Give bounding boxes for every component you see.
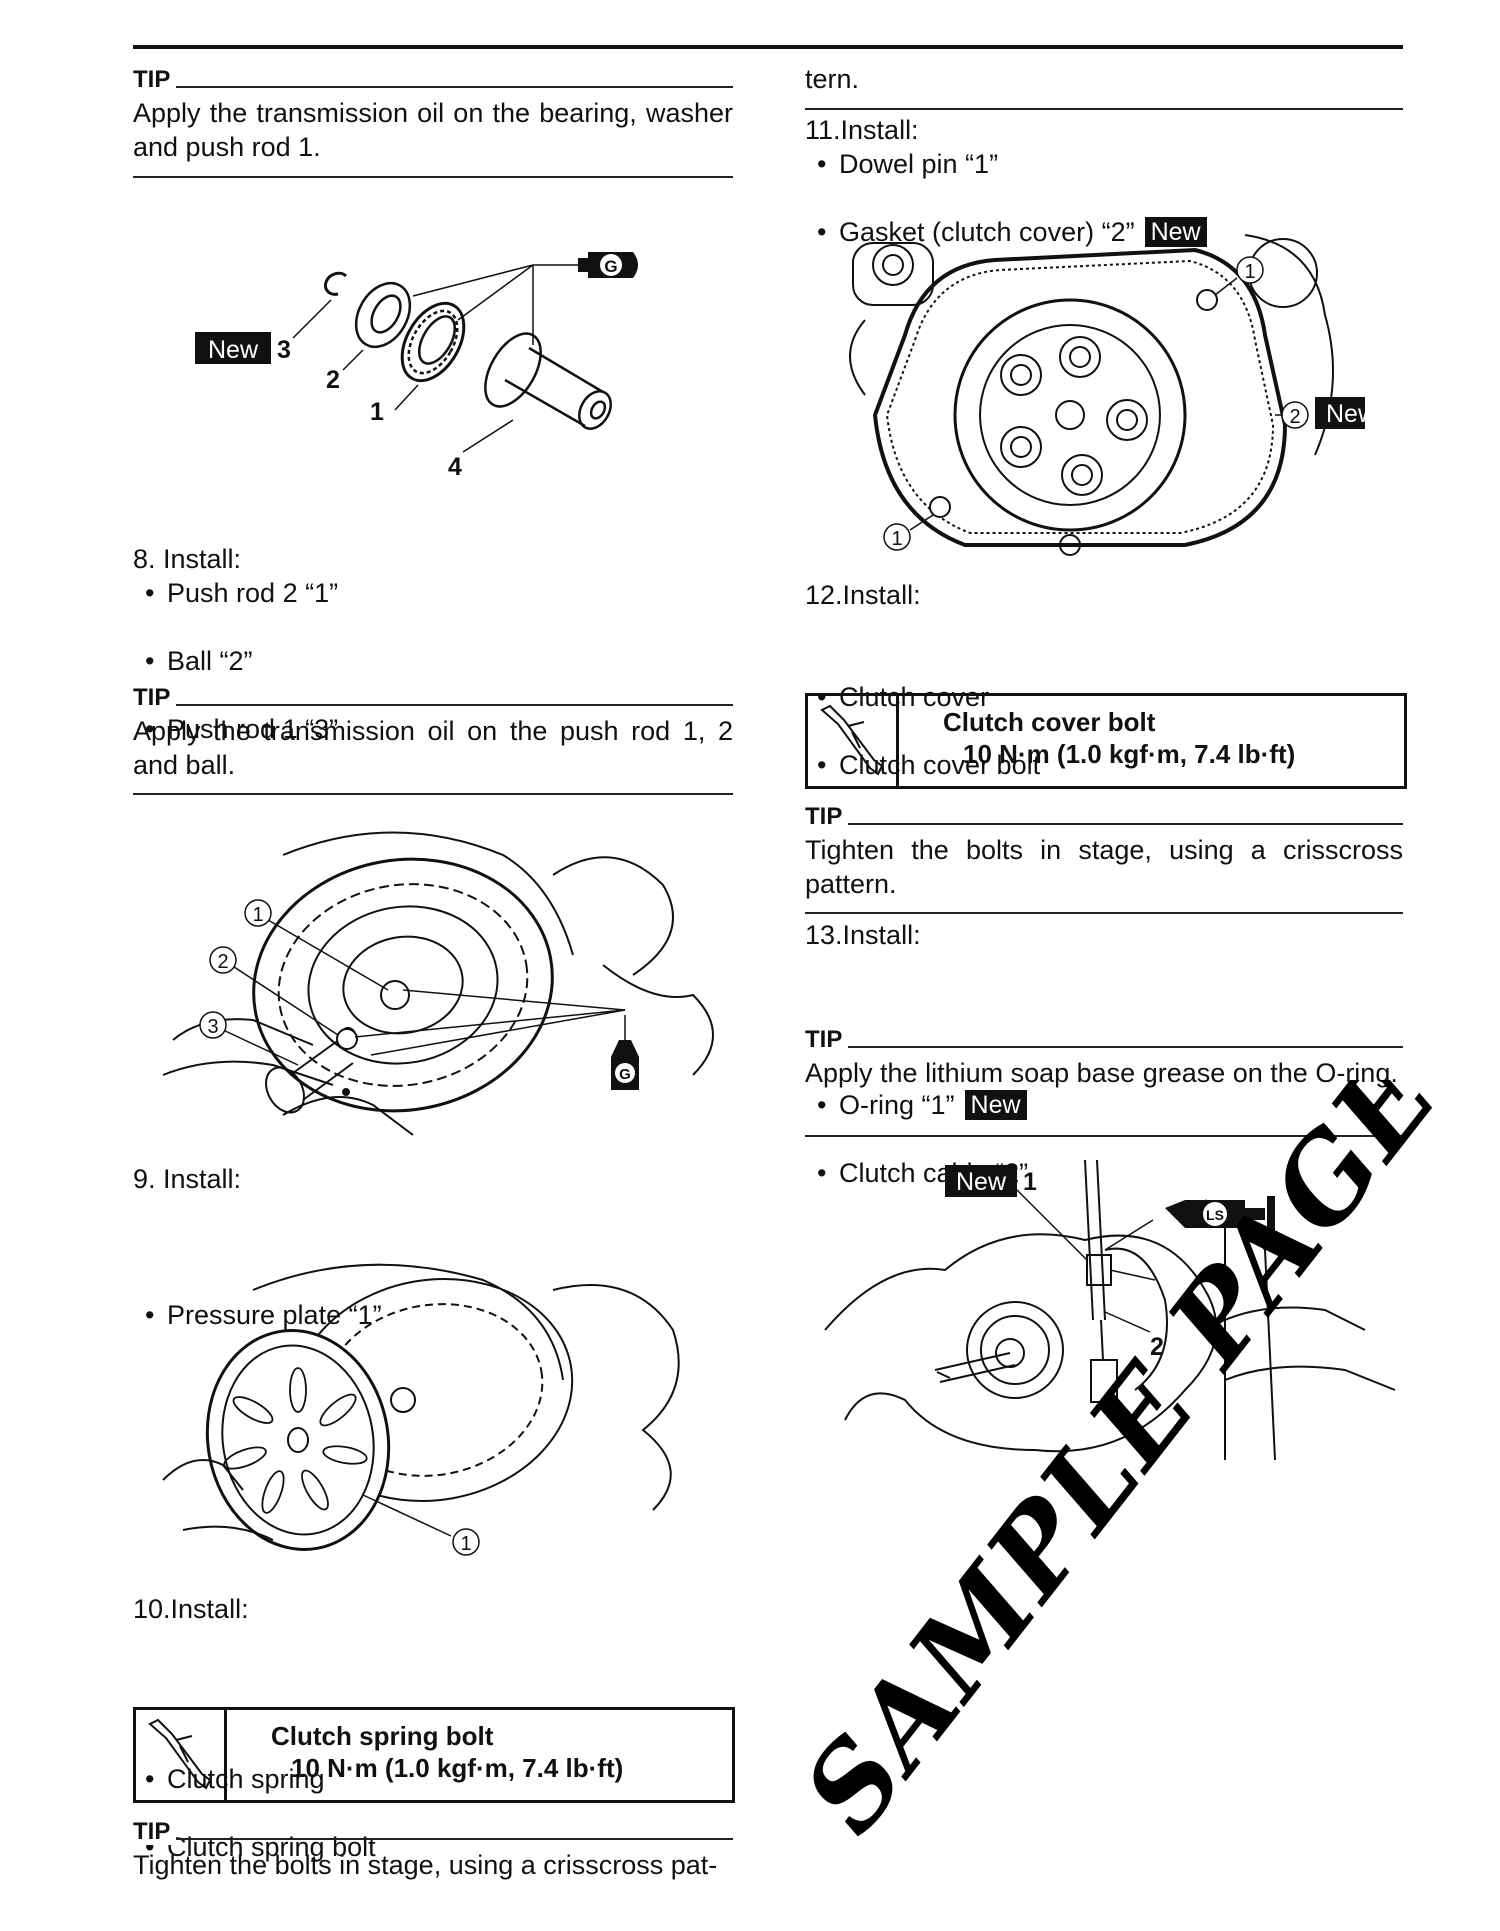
callout-1: 1	[460, 1533, 471, 1555]
watermark-text: SAMPLE PAGE	[790, 1080, 1463, 1857]
torque-spec-box: Clutch cover bolt 10 N·m (1.0 kgf·m, 7.4…	[805, 693, 1407, 789]
tip-text: Apply the transmission oil on the push r…	[133, 716, 733, 780]
tip-text: Apply the transmission oil on the bearin…	[133, 98, 733, 162]
callout-3: 3	[207, 1016, 218, 1038]
step-8-item: Push rod 2 “1”	[133, 576, 733, 610]
callout-1: 1	[1023, 1168, 1037, 1196]
torque-wrench-icon	[808, 696, 899, 786]
grease-ls-label: LS	[1206, 1207, 1224, 1223]
tip-end-rule	[805, 1135, 1403, 1137]
torque-part-name: Clutch spring bolt	[271, 1721, 494, 1751]
callout-2: 2	[1150, 1333, 1164, 1361]
step-12-title: 12.Install:	[805, 580, 921, 610]
new-badge: New	[1326, 400, 1365, 428]
new-badge: New	[208, 336, 259, 364]
callout-2: 2	[217, 951, 228, 973]
new-badge: New	[956, 1168, 1007, 1196]
clutch-cable-figure: LS New 1 2	[824, 1160, 1396, 1461]
new-badge: New	[1144, 217, 1207, 247]
grease-g-label: G	[619, 1066, 631, 1083]
step-12-item: Clutch cover bolt	[805, 748, 1403, 782]
pressure-plate-figure: 1	[162, 1263, 680, 1556]
tip-end-rule	[133, 176, 733, 178]
callout-1: 1	[370, 398, 384, 426]
left-column: TIP Apply the transmission oil on the be…	[133, 0, 735, 1880]
torque-spec-box: Clutch spring bolt 10 N·m (1.0 kgf·m, 7.…	[133, 1707, 735, 1803]
step-10-item: Clutch spring	[133, 1762, 733, 1796]
callout-3: 3	[277, 336, 291, 364]
step-13-item: O-ring “1”New	[805, 1088, 1403, 1122]
step-11-title: 11.Install:	[805, 115, 919, 145]
continued-text: tern.	[805, 64, 860, 94]
right-column: tern. 11.Install: Dowel pin “1” Gasket (…	[805, 0, 1407, 1461]
tip-text: Tighten the bolts in stage, using a cris…	[133, 1850, 718, 1880]
tip-end-rule	[805, 108, 1403, 110]
callout-1: 1	[1244, 261, 1255, 283]
callout-1: 1	[891, 528, 902, 550]
tip-heading: TIP	[805, 803, 1403, 833]
tip-heading: TIP	[133, 684, 733, 714]
top-rule	[133, 45, 1403, 49]
step-9-item: Pressure plate “1”	[133, 1298, 733, 1332]
new-badge: New	[964, 1090, 1027, 1120]
tip-heading: TIP	[133, 66, 733, 96]
gasket-dowel-figure: 1 2 1 New	[849, 234, 1365, 556]
step-8-title: 8. Install:	[133, 544, 242, 574]
tip-end-rule	[805, 912, 1403, 914]
step-13-title: 13.Install:	[805, 920, 921, 950]
step-8-item: Push rod 1 “3”	[133, 712, 733, 746]
step-12-item: Clutch cover	[805, 680, 1403, 714]
step-10-item: Clutch spring bolt	[133, 1830, 733, 1864]
step-8-item: Ball “2”	[133, 644, 733, 678]
torque-value: 10 N·m (1.0 kgf·m, 7.4 lb·ft)	[291, 1753, 624, 1783]
grease-g-label: G	[604, 257, 617, 276]
clutch-push-rod-figure: G 1 2 3	[162, 831, 714, 1136]
tip-end-rule	[133, 793, 733, 795]
tip-text: Tighten the bolts in stage, using a cris…	[805, 835, 1403, 899]
callout-2: 2	[1289, 406, 1300, 428]
tip-heading: TIP	[805, 1026, 1403, 1056]
step-11-item: Gasket (clutch cover) “2”New	[805, 215, 1403, 249]
callout-1: 1	[252, 904, 263, 926]
step-10-title: 10.Install:	[133, 1594, 249, 1624]
step-11-item: Dowel pin “1”	[805, 147, 1403, 181]
sample-page-watermark: SAMPLE PAGE	[790, 1080, 1463, 1857]
step-9-title: 9. Install:	[133, 1164, 242, 1194]
torque-value: 10 N·m (1.0 kgf·m, 7.4 lb·ft)	[963, 739, 1296, 769]
callout-4: 4	[448, 453, 462, 481]
push-rod-assembly-figure: G New 3 2 1 4	[195, 252, 638, 481]
callout-2: 2	[326, 366, 340, 394]
torque-wrench-icon	[136, 1710, 227, 1800]
torque-part-name: Clutch cover bolt	[943, 707, 1156, 737]
tip-text: Apply the lithium soap base grease on th…	[805, 1058, 1398, 1088]
tip-heading: TIP	[133, 1818, 733, 1848]
